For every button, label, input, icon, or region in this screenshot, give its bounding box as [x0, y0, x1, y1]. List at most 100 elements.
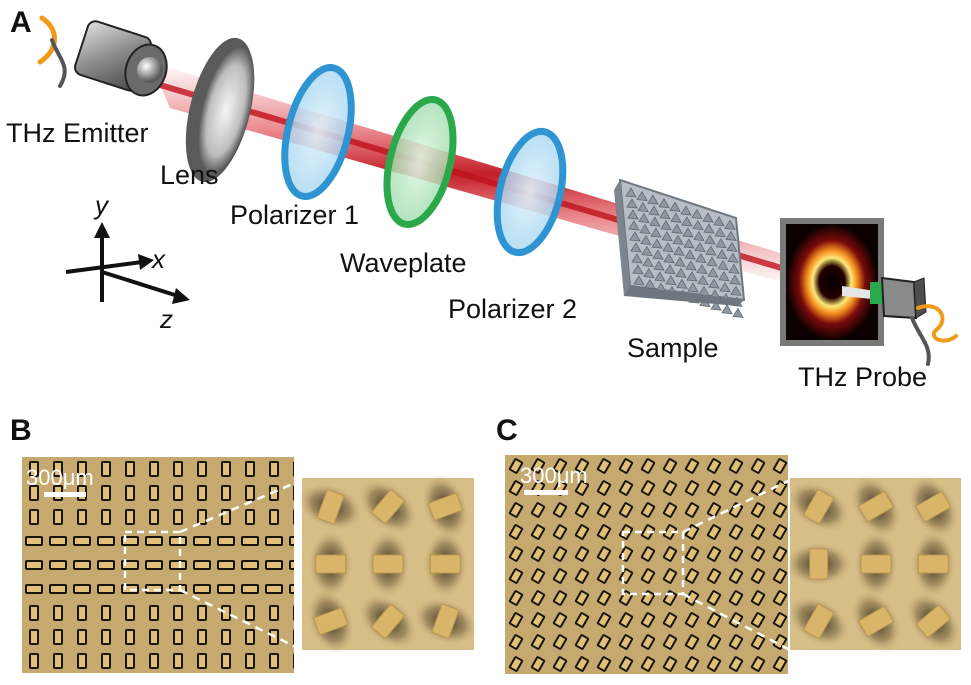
sample-spike — [705, 245, 717, 256]
sample-spike — [628, 220, 640, 231]
coordinate-axes — [65, 222, 190, 304]
sample-spike — [670, 212, 682, 223]
polarizer-2-icon — [493, 127, 567, 257]
sample-spike — [632, 264, 644, 275]
sample-spike — [641, 245, 653, 257]
scale-bar-c — [524, 490, 568, 495]
sample-spike — [651, 238, 663, 249]
inset-pillar — [315, 554, 347, 574]
sample-spike — [629, 231, 641, 242]
inset-pillar — [372, 554, 404, 574]
sample-spike — [684, 249, 696, 260]
sample-spike — [639, 223, 651, 235]
sample-spike — [638, 212, 650, 224]
axis-label-z: z — [159, 304, 173, 334]
sample-spike — [664, 264, 676, 275]
sample-spike — [687, 282, 699, 293]
sample-spike — [676, 278, 688, 289]
sample-spike — [652, 249, 664, 260]
inset-pillar — [915, 604, 952, 639]
sample-spike — [680, 205, 692, 216]
axis-label-y: y — [93, 190, 110, 220]
zoom-line-c-top — [682, 478, 791, 534]
sample-spike — [633, 275, 645, 286]
sample-spike — [718, 271, 730, 282]
zoom-line-b-bottom — [179, 588, 303, 652]
sample-spike — [648, 205, 660, 216]
sample-spike — [708, 278, 720, 289]
sample-spike — [728, 263, 740, 274]
inset-pillar — [915, 490, 952, 523]
sample-spike — [715, 238, 727, 249]
sample-spike — [636, 190, 648, 202]
sample-spike — [658, 198, 670, 209]
inset-pillar — [917, 554, 949, 574]
sample-spike — [630, 242, 642, 253]
sample-spike — [654, 271, 666, 282]
sample-spike — [724, 219, 736, 230]
sample-spike — [729, 274, 741, 285]
sample-spike — [702, 212, 714, 223]
sample-spike — [691, 208, 703, 220]
sample-spike — [642, 256, 654, 268]
sample-spike — [640, 234, 652, 246]
sample-spike — [730, 285, 742, 296]
sample-spike — [716, 249, 728, 260]
inset-pillar — [370, 488, 406, 525]
sample-spike — [647, 194, 659, 205]
inset-pillar — [857, 605, 895, 638]
scale-bar-b — [44, 492, 86, 497]
sample-spike — [697, 274, 709, 286]
inset-pillar — [312, 607, 349, 636]
sample-spike — [631, 253, 643, 264]
sample-spike — [685, 260, 697, 271]
sample-spike — [693, 230, 705, 242]
sample-spike — [660, 220, 672, 231]
sample-spike — [710, 300, 722, 311]
zoom-line-c-bottom — [682, 592, 791, 652]
label-sample: Sample — [627, 333, 719, 363]
sample-spike — [637, 201, 649, 213]
inset-pillar — [316, 488, 345, 525]
inset-pillar — [857, 490, 895, 523]
sample-spike — [706, 256, 718, 267]
scale-label-b: 300μm — [26, 465, 94, 490]
micrograph-b — [22, 457, 294, 673]
scale-label-c: 300μm — [520, 463, 588, 488]
sample-spike — [650, 227, 662, 238]
sample-spike — [644, 278, 656, 290]
panel-letter-b: B — [10, 414, 32, 447]
sample-spike — [653, 260, 665, 271]
polarizer-1-icon — [281, 64, 355, 200]
panel-letter-c: C — [496, 414, 518, 447]
sample-spike — [717, 260, 729, 271]
sample-spike — [686, 271, 698, 282]
sample-spike — [732, 307, 744, 318]
sample-spike — [727, 252, 739, 263]
inset-pillar — [809, 548, 829, 580]
sample-spike — [721, 304, 733, 315]
sample-spike — [696, 263, 708, 275]
label-polarizer-1: Polarizer 1 — [230, 200, 359, 230]
sample-spike — [649, 216, 661, 227]
sample-spike — [625, 187, 637, 198]
sample-spike — [719, 282, 731, 293]
sample-spike — [714, 227, 726, 238]
label-polarizer-2: Polarizer 2 — [448, 294, 577, 324]
label-lens: Lens — [160, 160, 219, 190]
inset-pillar — [427, 492, 464, 521]
sample-spike — [674, 256, 686, 267]
sample-spike — [671, 223, 683, 234]
sample-spike — [726, 241, 738, 252]
panel-letter-a: A — [10, 6, 32, 39]
inset-pillar — [860, 554, 892, 574]
sample-spike — [672, 234, 684, 245]
label-thz-probe: THz Probe — [798, 362, 927, 392]
inset-pillar — [802, 603, 835, 640]
sample-spike — [627, 209, 639, 220]
sample-spike — [662, 242, 674, 253]
sample-spike — [694, 241, 706, 253]
sample-spike — [707, 267, 719, 278]
thz-emitter-icon — [37, 15, 168, 97]
